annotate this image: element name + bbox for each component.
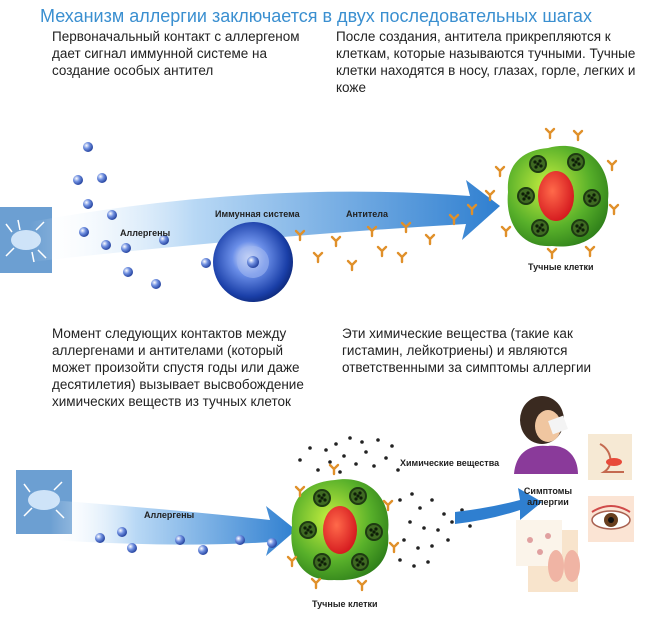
allergens-label-bottom: Аллергены	[144, 510, 195, 520]
mast-cell-top	[494, 127, 620, 260]
immune-system-cell	[213, 222, 293, 302]
process-arrow-top	[30, 180, 500, 262]
eye-symptom-image	[588, 496, 634, 542]
step1-text: Первоначальный контакт с аллергеном дает…	[52, 29, 300, 78]
allergens-label-top: Аллергены	[120, 228, 171, 238]
chemicals-label: Химические вещества	[400, 458, 500, 468]
immune-system-label: Иммунная система	[215, 209, 300, 219]
step4-text: Эти химические вещества (такие как гиста…	[342, 326, 592, 375]
mast-cell-bottom	[286, 463, 400, 592]
symptoms-arrow	[455, 488, 542, 524]
mast-cells-label-top: Тучные клетки	[528, 262, 594, 272]
step3-text: Момент следующих контактов между аллерге…	[52, 326, 304, 409]
sneezing-woman-image	[514, 396, 578, 474]
process-arrow-bottom	[50, 500, 296, 556]
lungs-symptom-image	[516, 520, 580, 592]
allergen-particles-top	[73, 142, 211, 289]
allergen-particles-bottom	[95, 527, 277, 555]
step2-text: После создания, антитела прикрепляются к…	[336, 29, 636, 95]
page-title: Механизм аллергии заключается в двух пос…	[40, 6, 592, 26]
symptoms-label: Симптомы аллергии	[523, 486, 573, 507]
antibodies-label: Антитела	[346, 209, 389, 219]
nose-symptom-image	[588, 434, 632, 480]
mast-cells-label-bottom: Тучные клетки	[312, 599, 378, 609]
chemical-particles	[298, 436, 472, 568]
